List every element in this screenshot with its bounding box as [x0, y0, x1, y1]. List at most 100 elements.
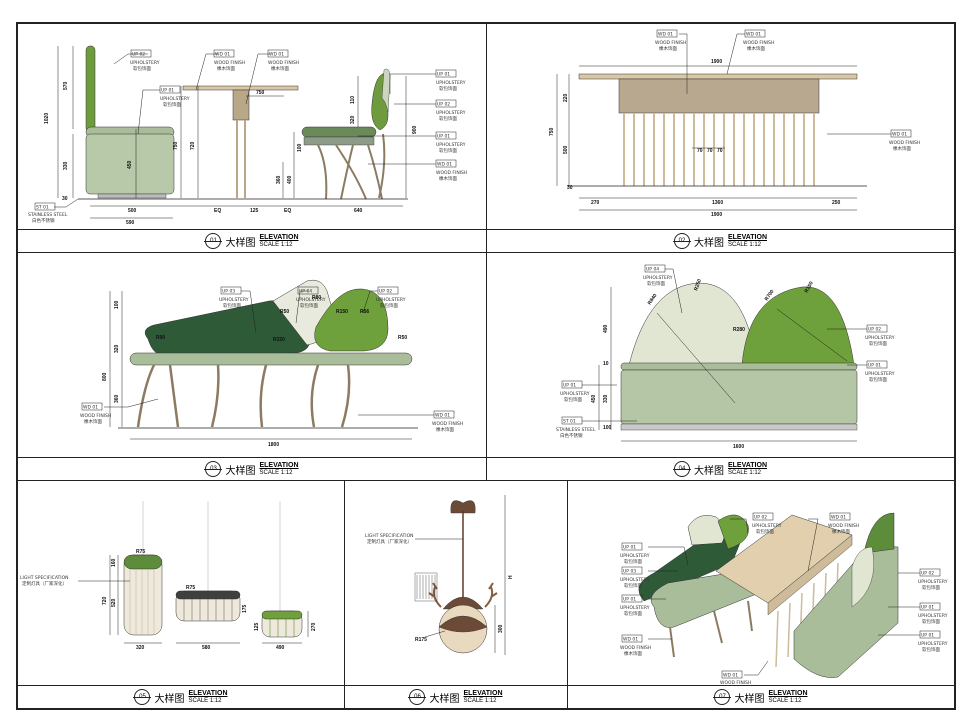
backrest-light — [628, 282, 758, 366]
caption-title: ELEVATION — [259, 462, 299, 470]
svg-text:320: 320 — [136, 645, 145, 651]
svg-text:软包饰面: 软包饰面 — [624, 610, 642, 617]
svg-text:R150: R150 — [336, 309, 348, 315]
pendant-small — [261, 610, 303, 638]
svg-text:100: 100 — [114, 300, 120, 309]
svg-text:LIGHT SPECIFICATION: LIGHT SPECIFICATION — [365, 533, 414, 539]
svg-text:450: 450 — [591, 394, 597, 403]
svg-text:250: 250 — [832, 200, 841, 206]
svg-text:LIGHT SPECIFICATION: LIGHT SPECIFICATION — [20, 575, 69, 581]
svg-text:橡木饰面: 橡木饰面 — [832, 528, 850, 535]
svg-text:590: 590 — [126, 220, 135, 226]
svg-text:WD 01: WD 01 — [269, 52, 284, 58]
svg-text:软包饰面: 软包饰面 — [647, 280, 665, 287]
caption-zh: 大样图 — [734, 693, 765, 705]
svg-text:450: 450 — [127, 160, 133, 169]
svg-text:R250: R250 — [693, 278, 703, 291]
svg-text:UP 02: UP 02 — [379, 289, 392, 295]
svg-text:WD 01: WD 01 — [658, 32, 673, 38]
backrest-green — [741, 286, 855, 366]
svg-text:软包饰面: 软包饰面 — [163, 101, 181, 108]
svg-text:220: 220 — [563, 93, 569, 102]
svg-text:UP 01: UP 01 — [921, 605, 934, 611]
svg-text:WOOD FINISH: WOOD FINISH — [436, 170, 467, 176]
svg-text:橡木饰面: 橡木饰面 — [624, 650, 642, 657]
caption-title: ELEVATION — [463, 690, 503, 698]
caption-number: 03 — [204, 461, 223, 477]
svg-text:UP 03: UP 03 — [623, 569, 636, 575]
svg-text:10: 10 — [603, 361, 609, 367]
render-cushion-green — [717, 514, 749, 550]
svg-text:30: 30 — [567, 185, 573, 191]
svg-text:R175: R175 — [415, 637, 427, 643]
svg-text:橡木饰面: 橡木饰面 — [436, 426, 454, 433]
svg-text:UPHOLSTERY: UPHOLSTERY — [620, 553, 650, 559]
caption-scale: SCALE 1:12 — [188, 697, 222, 704]
svg-text:橡木饰面: 橡木饰面 — [271, 65, 289, 72]
svg-text:软包饰面: 软包饰面 — [439, 147, 457, 154]
svg-text:软包饰面: 软包饰面 — [922, 646, 940, 653]
svg-text:WD 01: WD 01 — [746, 32, 761, 38]
caption-zh: 大样图 — [225, 237, 256, 249]
svg-text:UP 01: UP 01 — [563, 383, 576, 389]
svg-text:UPHOLSTERY: UPHOLSTERY — [160, 96, 190, 102]
svg-text:UP 02: UP 02 — [868, 327, 881, 333]
svg-text:580: 580 — [202, 645, 211, 651]
svg-text:EQ: EQ — [284, 208, 291, 214]
svg-text:橡木饰面: 橡木饰面 — [893, 145, 911, 152]
caption-zh: 大样图 — [429, 693, 460, 705]
svg-text:WOOD FINISH: WOOD FINISH — [432, 421, 463, 427]
caption-number: 05 — [133, 689, 152, 705]
svg-text:STAINLESS STEEL: STAINLESS STEEL — [28, 212, 68, 218]
svg-text:白色不锈钢: 白色不锈钢 — [560, 432, 583, 439]
svg-text:UP 03: UP 03 — [222, 289, 235, 295]
svg-text:WD 01: WD 01 — [723, 673, 738, 679]
svg-text:125: 125 — [254, 622, 260, 631]
caption-scale: SCALE 1:12 — [768, 697, 802, 704]
caption-number: 06 — [408, 689, 427, 705]
svg-text:WOOD FINISH: WOOD FINISH — [828, 523, 859, 529]
svg-text:UPHOLSTERY: UPHOLSTERY — [436, 80, 466, 86]
svg-text:UP 01: UP 01 — [921, 633, 934, 639]
svg-text:WD 01: WD 01 — [623, 637, 638, 643]
svg-text:320: 320 — [350, 115, 356, 124]
svg-text:400: 400 — [287, 175, 293, 184]
svg-text:UPHOLSTERY: UPHOLSTERY — [130, 60, 160, 66]
svg-text:WD 01: WD 01 — [437, 162, 452, 168]
svg-text:900: 900 — [412, 125, 418, 134]
caption-number: 02 — [672, 233, 691, 249]
caption-scale: SCALE 1:12 — [727, 241, 762, 248]
chair-branch-legs — [317, 144, 383, 200]
caption-zh: 大样图 — [154, 693, 185, 705]
svg-text:100: 100 — [297, 143, 303, 152]
svg-text:1600: 1600 — [733, 444, 744, 450]
pendant-wide — [175, 590, 241, 622]
svg-text:橡木饰面: 橡木饰面 — [84, 418, 102, 425]
svg-text:WOOD FINISH: WOOD FINISH — [743, 40, 774, 46]
svg-text:720: 720 — [190, 141, 196, 150]
svg-text:软包饰面: 软包饰面 — [922, 618, 940, 625]
svg-text:100: 100 — [603, 425, 612, 431]
svg-text:WOOD FINISH: WOOD FINISH — [889, 140, 920, 146]
svg-text:EQ: EQ — [214, 208, 221, 214]
svg-text:白色不锈钢: 白色不锈钢 — [32, 217, 55, 224]
